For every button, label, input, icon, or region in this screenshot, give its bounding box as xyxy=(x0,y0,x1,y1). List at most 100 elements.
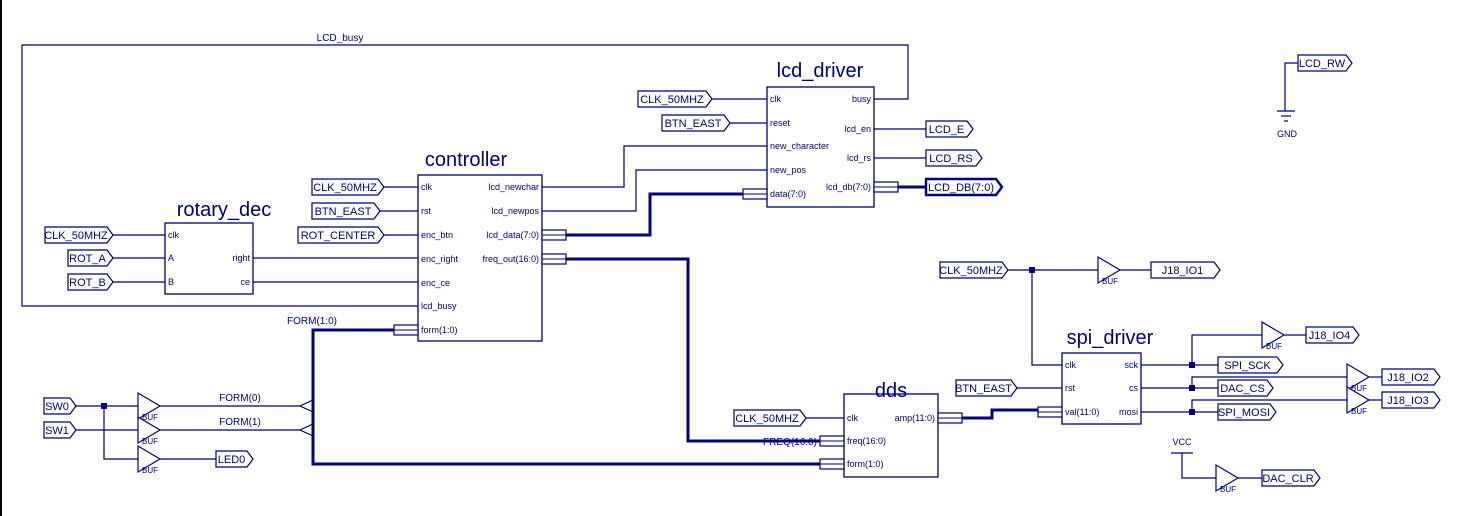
buffer-icon[interactable]: BUF xyxy=(1346,362,1371,393)
module-lcd-driver[interactable]: lcd_driverclkresetnew_characternew_posda… xyxy=(742,60,899,208)
port-label: LED0 xyxy=(218,454,246,466)
buffer-icon[interactable]: BUF xyxy=(1215,463,1240,494)
port-label: BTN_EAST xyxy=(665,118,722,130)
buffer-icon[interactable]: BUF xyxy=(1346,385,1371,416)
module-title: controller xyxy=(425,149,508,171)
port-label: J18_IO2 xyxy=(1387,372,1429,384)
port-rot-b[interactable]: ROT_B xyxy=(67,273,114,291)
pin-label: enc_btn xyxy=(421,230,453,240)
buffer-label: BUF xyxy=(142,413,158,422)
port-shape xyxy=(44,226,114,244)
pin-label: new_character xyxy=(770,141,829,151)
port-spi-sck[interactable]: SPI_SCK xyxy=(1217,356,1284,374)
port-shape xyxy=(215,450,254,468)
port-dac-clr[interactable]: DAC_CLR xyxy=(1261,469,1321,487)
port-rot-center[interactable]: ROT_CENTER xyxy=(297,226,385,244)
pin-label: val(11:0) xyxy=(1065,407,1099,417)
port-shape xyxy=(955,379,1018,397)
pin-label: form(1:0) xyxy=(421,325,458,335)
port-label: CLK_50MHZ xyxy=(313,182,377,194)
port-dds-clk[interactable]: CLK_50MHZ xyxy=(733,409,807,427)
port-shape xyxy=(733,409,807,427)
port-ctrl-rst[interactable]: BTN_EAST xyxy=(311,202,381,220)
port-label: SW0 xyxy=(45,401,69,413)
port-shape xyxy=(1381,368,1441,386)
buffer-label: BUF xyxy=(1220,485,1236,494)
pin-label: lcd_data(7:0) xyxy=(486,230,539,240)
port-j18-io4[interactable]: J18_IO4 xyxy=(1305,326,1360,344)
port-spi-rst[interactable]: BTN_EAST xyxy=(955,379,1018,397)
pin-label: lcd_newchar xyxy=(488,182,539,192)
port-j18-io1[interactable]: J18_IO1 xyxy=(1150,261,1221,279)
port-label: SW1 xyxy=(45,425,69,437)
wire xyxy=(1181,453,1216,479)
port-label: DAC_CS xyxy=(1220,383,1265,395)
net-label-form-bus: FORM(1:0) xyxy=(287,316,337,327)
port-rot-a[interactable]: ROT_A xyxy=(67,249,114,267)
buffer-icon[interactable]: BUF xyxy=(137,391,162,422)
net-label-form0: FORM(0) xyxy=(219,393,261,404)
junction-dot xyxy=(1189,409,1195,415)
buffer-icon[interactable]: BUF xyxy=(137,444,162,475)
port-ctrl-clk[interactable]: CLK_50MHZ xyxy=(311,178,385,196)
net-label-lcd-busy: LCD_busy xyxy=(317,33,364,44)
port-spi-mosi[interactable]: SPI_MOSI xyxy=(1217,403,1277,421)
port-sw1[interactable]: SW1 xyxy=(43,421,77,439)
port-label: CLK_50MHZ xyxy=(939,265,1003,277)
port-shape xyxy=(661,114,731,132)
port-led0[interactable]: LED0 xyxy=(215,450,254,468)
pin-label: enc_ce xyxy=(421,278,450,288)
pin-label: clk xyxy=(421,182,432,192)
port-lcd-rs[interactable]: LCD_RS xyxy=(925,149,983,167)
port-spi-clk[interactable]: CLK_50MHZ xyxy=(939,261,1009,279)
junction-dot xyxy=(1029,267,1035,273)
pin-label: enc_right xyxy=(421,254,459,264)
pin-label: lcd_db(7:0) xyxy=(826,182,871,192)
pin-label: busy xyxy=(852,94,872,104)
port-shape xyxy=(637,90,713,108)
port-shape xyxy=(924,177,1004,197)
port-dac-cs[interactable]: DAC_CS xyxy=(1217,379,1274,397)
module-controller[interactable]: controllerclkrstenc_btnenc_rightenc_celc… xyxy=(393,149,567,342)
buffer-icon[interactable]: BUF xyxy=(137,415,162,446)
port-shape xyxy=(1217,356,1284,374)
gnd-icon xyxy=(1277,110,1295,122)
port-j18-io2[interactable]: J18_IO2 xyxy=(1381,368,1441,386)
bus-wire xyxy=(962,408,1038,420)
pin-label: freq(16:0) xyxy=(847,436,886,446)
wire xyxy=(1191,399,1347,412)
port-lcd-rw[interactable]: LCD_RW xyxy=(1297,54,1353,72)
bus-wire xyxy=(566,192,743,237)
port-rot-clk[interactable]: CLK_50MHZ xyxy=(44,226,114,244)
buffer-label: BUF xyxy=(1351,407,1367,416)
port-label: DAC_CLR xyxy=(1262,473,1313,485)
pin-label: clk xyxy=(847,413,858,423)
port-lcd-clk[interactable]: CLK_50MHZ xyxy=(637,90,713,108)
port-label: CLK_50MHZ xyxy=(640,94,704,106)
port-label: LCD_RS xyxy=(929,153,972,165)
module-box xyxy=(1061,352,1142,425)
wire xyxy=(542,145,767,188)
port-sw0[interactable]: SW0 xyxy=(43,397,77,415)
buffer-icon[interactable]: BUF xyxy=(1097,255,1122,286)
port-label: LCD_DB(7:0) xyxy=(928,182,994,194)
port-shape xyxy=(1217,379,1274,397)
pin-label: lcd_en xyxy=(844,124,871,134)
buffer-icon[interactable]: BUF xyxy=(1261,320,1286,351)
port-lcd-e[interactable]: LCD_E xyxy=(925,120,974,138)
port-lcd-db[interactable]: LCD_DB(7:0) xyxy=(924,177,1004,197)
pin-label: clk xyxy=(1065,360,1076,370)
buffer-label: BUF xyxy=(1351,384,1367,393)
junction-dot xyxy=(1189,362,1195,368)
port-j18-io3[interactable]: J18_IO3 xyxy=(1381,391,1441,409)
port-shape xyxy=(1305,326,1360,344)
wire xyxy=(21,44,909,307)
module-title: spi_driver xyxy=(1067,327,1154,349)
wire xyxy=(103,406,138,460)
port-lcd-rst[interactable]: BTN_EAST xyxy=(661,114,731,132)
